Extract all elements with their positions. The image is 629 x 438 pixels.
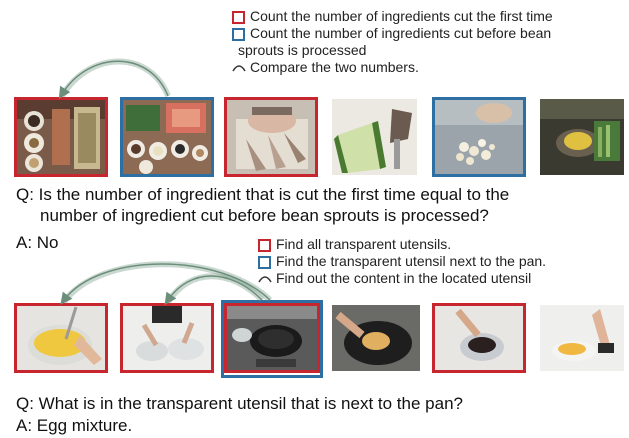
arc-arrow-icon <box>232 61 246 73</box>
red-highlight-frame-2-1 <box>14 303 108 373</box>
question-2: Q: What is in the transparent utensil th… <box>16 393 463 414</box>
red-square-icon <box>232 11 245 24</box>
video-frame-1-6 <box>540 99 624 175</box>
plated-omelette-image <box>540 305 624 371</box>
video-frame-2-4 <box>332 305 420 371</box>
bean-sprouts-pan-image <box>540 99 624 175</box>
blue-highlight-frame-1-2 <box>120 97 214 177</box>
answer-1: A: No <box>16 232 59 253</box>
legend-item-blue: Count the number of ingredients cut befo… <box>232 25 553 42</box>
arrow-frame2-to-frame1-head <box>62 61 168 96</box>
arc-arrow-icon <box>258 272 272 284</box>
legend-example-1: Count the number of ingredients cut the … <box>232 8 553 76</box>
frying-in-pan-image <box>332 305 420 371</box>
blue-highlight-frame-2-3 <box>221 300 323 378</box>
question-1-line-1: Q: Is the number of ingredient that is c… <box>16 184 509 205</box>
arrow-frame3-to-frame2 <box>168 276 262 302</box>
red-highlight-frame-1-1 <box>14 97 108 177</box>
video-frame-1-4 <box>332 99 417 175</box>
question-1-line-2: number of ingredient cut before bean spr… <box>16 205 509 226</box>
red-highlight-frame-2-5 <box>432 303 526 373</box>
legend-item-red-2: Find all transparent utensils. <box>258 236 546 253</box>
red-highlight-frame-2-2 <box>120 303 214 373</box>
arrow-frame3-to-frame2-head <box>168 276 262 300</box>
legend-item-arc: Compare the two numbers. <box>232 59 553 76</box>
video-frame-2-6 <box>540 305 624 371</box>
answer-2: A: Egg mixture. <box>16 415 132 436</box>
red-highlight-frame-1-3 <box>224 97 318 177</box>
blue-square-icon <box>232 28 245 41</box>
red-square-icon <box>258 239 271 252</box>
arrow-frame3-to-frame1-head <box>64 264 270 300</box>
legend-item-blue-2: Find the transparent utensil next to the… <box>258 253 546 270</box>
legend-item-blue-continued: sprouts is processed <box>232 42 553 59</box>
legend-item-red: Count the number of ingredients cut the … <box>232 8 553 25</box>
legend-example-2: Find all transparent utensils. Find the … <box>258 236 546 287</box>
blue-highlight-frame-1-5 <box>432 97 526 177</box>
legend-item-arc-2: Find out the content in the located uten… <box>258 270 546 287</box>
cutting-zucchini-image <box>332 99 417 175</box>
arrow-frame3-to-frame1 <box>64 264 270 302</box>
blue-square-icon <box>258 256 271 269</box>
arrow-frame2-to-frame1 <box>62 62 168 97</box>
question-1: Q: Is the number of ingredient that is c… <box>16 184 509 226</box>
